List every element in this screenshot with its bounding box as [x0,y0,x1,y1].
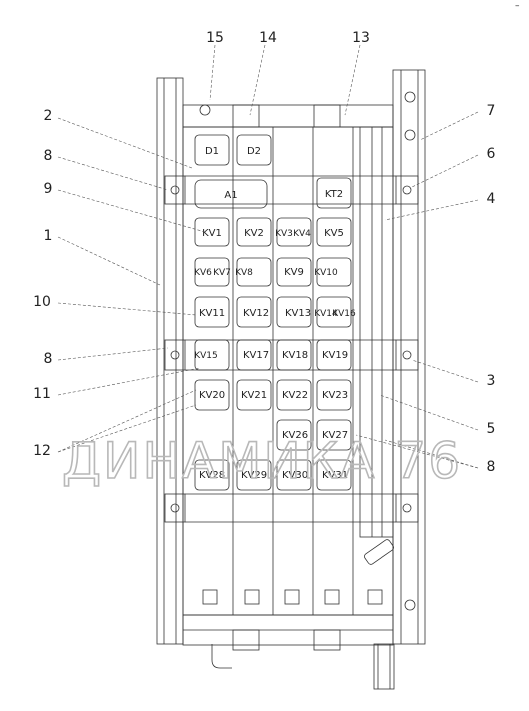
relay-label-kv18: KV18 [282,350,308,361]
relay-label-kv22: KV22 [282,390,308,401]
relay-d1 [194,134,230,166]
relay-label-kv5: KV5 [324,228,344,239]
relay-label-kv1: KV1 [202,228,222,239]
callout-13: 13 [352,30,370,46]
relay-label-d2: D2 [247,146,261,157]
callout-4: 4 [487,191,496,207]
callout-14: 14 [259,30,277,46]
relay-label-kv16: KV16 [332,309,356,319]
relay-label-kv6: KV6 [194,268,212,278]
relay-label-kv31: KV31 [322,470,348,481]
relay-label-kv11: KV11 [199,308,225,319]
relay-label-kv29: KV29 [241,470,267,481]
callout-12: 12 [33,443,51,459]
relay-label-kv14: KV14 [314,309,338,319]
relay-label-kv27: KV27 [322,430,348,441]
relay-label-kv10: KV10 [314,268,338,278]
relay-label-kv30: KV30 [282,470,308,481]
relay-label-kv8: KV8 [235,268,253,278]
callout-7: 7 [487,103,496,119]
relay-label-kv20: KV20 [199,390,225,401]
relay-label-kv4: KV4 [293,229,311,239]
leader-lines [57,44,479,469]
relay-label-kv7: KV7 [213,268,231,278]
relay-label-kv2: KV2 [244,228,264,239]
relay-label-kv19: KV19 [322,350,348,361]
board-grid [232,127,354,615]
callout-6: 6 [487,146,496,162]
callout-5: 5 [487,421,496,437]
panel-housing [156,69,426,690]
callout-1: 1 [44,228,53,244]
relay-label-a1: A1 [224,190,237,201]
relay-labels: D1 D2 A1 KT2 KV1 KV2 KV3 KV4 KV5 KV6 KV7… [194,146,356,481]
callout-8-bottom: 8 [487,459,496,475]
side-brackets [164,175,419,523]
relay-blocks [194,134,394,605]
callout-9: 9 [44,181,53,197]
callout-8-top: 8 [44,148,53,164]
relay-label-kv9: KV9 [284,267,304,278]
corner-mark: – [515,1,520,11]
callout-3: 3 [487,373,496,389]
relay-kt2 [316,177,352,209]
watermark-text: ДИНАМИКА 76 [62,432,462,490]
callout-numbers: 15 14 13 7 2 6 8 9 4 1 10 8 3 11 5 12 8 [33,30,495,475]
relay-label-kv26: KV26 [282,430,308,441]
relay-label-kv3: KV3 [275,229,293,239]
relay-label-kv13: KV13 [285,308,311,319]
callout-2: 2 [44,108,53,124]
relay-label-kv15: KV15 [194,351,218,361]
callout-11: 11 [33,386,51,402]
relay-label-kv21: KV21 [241,390,267,401]
relay-a1 [194,179,268,209]
relay-label-kv12: KV12 [243,308,269,319]
callout-10: 10 [33,294,51,310]
relay-label-kv23: KV23 [322,390,348,401]
relay-d2 [236,134,272,166]
relay-label-kv28: KV28 [199,470,225,481]
callout-8-middle: 8 [44,351,53,367]
relay-label-kv17: KV17 [243,350,269,361]
callout-15: 15 [206,30,224,46]
relay-label-d1: D1 [205,146,219,157]
fuse-strip [359,126,394,538]
relay-label-kt2: KT2 [325,189,343,200]
